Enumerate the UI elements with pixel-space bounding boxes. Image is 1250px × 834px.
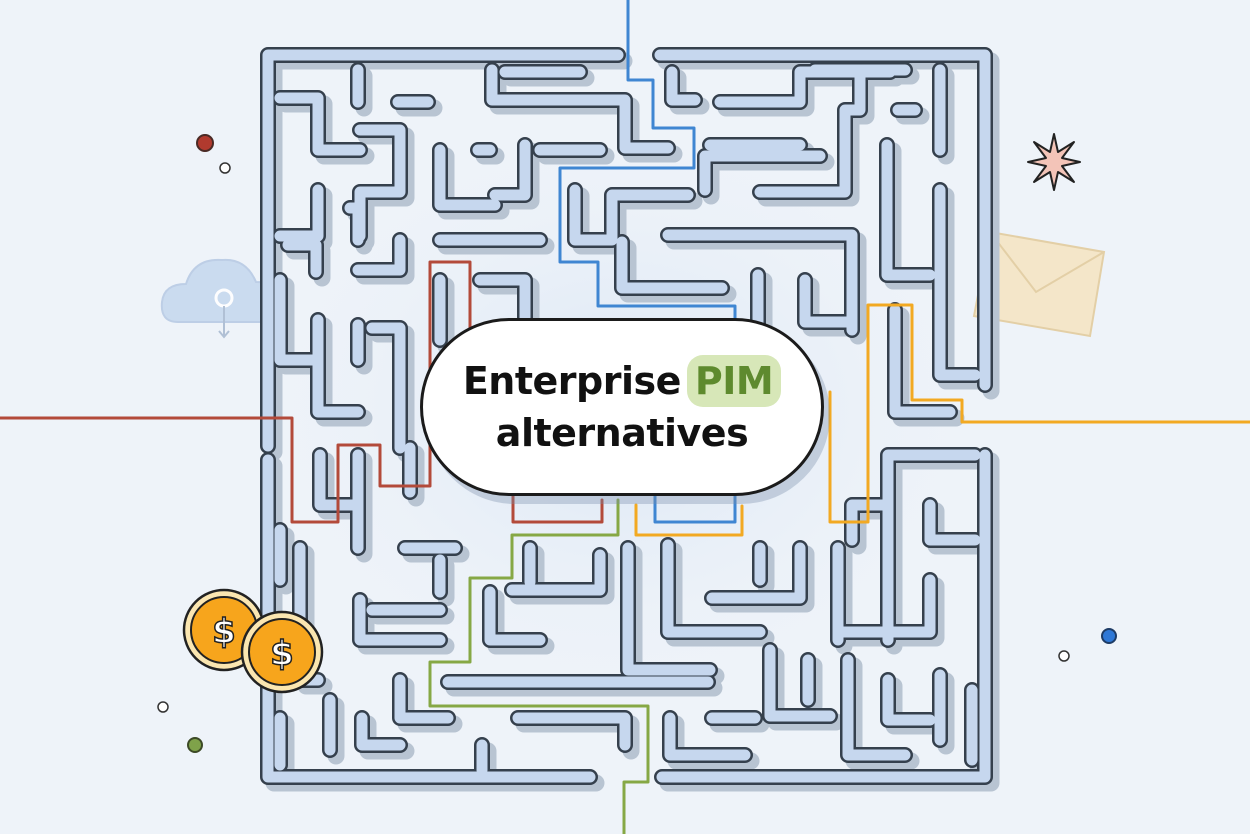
maze-wall <box>512 712 631 751</box>
maze-wall <box>924 499 981 546</box>
dot-red <box>196 134 214 152</box>
maze-wall <box>889 304 956 418</box>
dot-blue <box>1101 628 1117 644</box>
maze-wall <box>882 674 936 726</box>
maze-wall <box>834 574 936 638</box>
maze-wall <box>356 712 406 751</box>
maze-wall <box>616 236 728 294</box>
maze-wall <box>314 449 364 511</box>
coin-symbol: $ <box>270 634 294 674</box>
maze-wall <box>880 672 938 728</box>
maze-wall <box>354 594 446 646</box>
title-word: Enterprise <box>462 359 682 403</box>
path-red <box>0 260 604 524</box>
maze-wall <box>484 586 546 646</box>
dollar-coin-icon: $ <box>240 610 324 694</box>
maze-wall <box>262 454 596 783</box>
maze-wall <box>656 449 991 783</box>
maze-wall <box>622 542 716 676</box>
maze-wall <box>799 274 858 328</box>
maze-wall <box>706 542 806 604</box>
dot-white-3 <box>157 701 169 713</box>
maze-wall <box>434 144 501 211</box>
maze-wall <box>662 229 858 336</box>
maze-wall <box>881 139 936 281</box>
maze-wall <box>754 66 866 198</box>
maze-wall <box>515 715 640 760</box>
maze-walls <box>260 47 1000 792</box>
maze-wall <box>274 274 322 366</box>
maze-wall <box>486 64 674 154</box>
maze-wall <box>274 184 324 242</box>
maze-wall <box>699 150 826 196</box>
maze-wall <box>654 49 991 391</box>
title-highlight: PIM <box>686 355 782 407</box>
maze-wall <box>662 539 766 638</box>
maze-wall <box>474 274 531 336</box>
coin-symbol: $ <box>212 612 236 652</box>
maze-wall <box>282 239 322 278</box>
title-line-2: alternatives <box>495 411 749 455</box>
path-orange <box>828 303 1250 524</box>
path-orange-branch <box>634 503 744 537</box>
maze-wall <box>366 322 406 454</box>
maze-wall <box>506 549 606 596</box>
maze-wall <box>664 712 751 761</box>
maze-wall <box>842 654 911 761</box>
maze-wall <box>312 314 364 418</box>
maze-wall <box>569 184 694 246</box>
path-green <box>428 498 650 834</box>
maze-wall <box>392 672 456 726</box>
maze-wall <box>934 184 981 381</box>
maze-wall <box>352 234 406 276</box>
maze-wall <box>274 92 366 156</box>
dot-green <box>187 737 203 753</box>
maze-wall <box>262 49 624 452</box>
maze-wall <box>489 139 531 201</box>
maze-wall <box>272 182 326 244</box>
sparkle-icon <box>1027 133 1081 191</box>
maze-wall <box>764 644 836 722</box>
dot-white <box>219 162 231 174</box>
maze-wall <box>666 66 701 106</box>
dot-white-2 <box>1058 650 1070 662</box>
maze-wall <box>344 202 364 246</box>
maze-wall <box>394 674 454 724</box>
